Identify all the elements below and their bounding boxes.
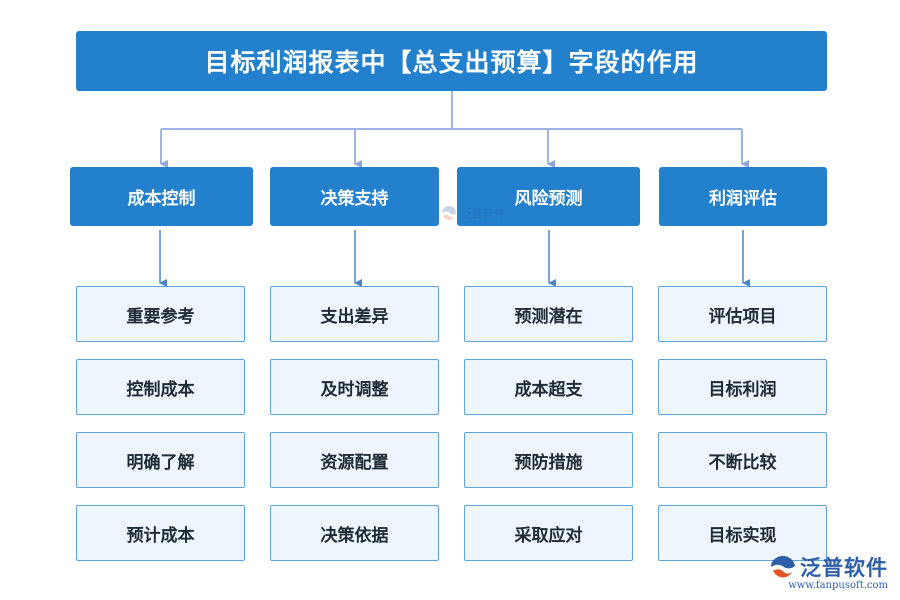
item-box: 预测潜在 xyxy=(464,286,633,342)
diagram-title: 目标利润报表中【总支出预算】字段的作用 xyxy=(76,31,827,91)
item-box: 明确了解 xyxy=(76,432,245,488)
category-risk-forecast: 风险预测 xyxy=(457,167,640,226)
item-box: 支出差异 xyxy=(270,286,439,342)
item-box: 评估项目 xyxy=(658,286,827,342)
item-box: 目标实现 xyxy=(658,505,827,561)
swirl-logo-icon xyxy=(442,206,456,221)
category-profit-evaluation: 利润评估 xyxy=(659,167,827,226)
item-box: 成本超支 xyxy=(464,359,633,415)
category-cost-control: 成本控制 xyxy=(70,167,253,226)
watermark-text: 泛普软件 xyxy=(461,207,505,220)
item-box: 采取应对 xyxy=(464,505,633,561)
item-box: 决策依据 xyxy=(270,505,439,561)
swirl-logo-icon xyxy=(771,556,795,578)
item-box: 预计成本 xyxy=(76,505,245,561)
item-box: 资源配置 xyxy=(270,432,439,488)
watermark: 泛普软件 xyxy=(441,205,505,221)
item-box: 不断比较 xyxy=(658,432,827,488)
logo-url: www.fanpusoft.com xyxy=(788,580,888,591)
item-box: 目标利润 xyxy=(658,359,827,415)
logo-text: 泛普软件 xyxy=(800,556,888,580)
item-box: 及时调整 xyxy=(270,359,439,415)
category-decision-support: 决策支持 xyxy=(270,167,439,226)
item-box: 预防措施 xyxy=(464,432,633,488)
item-box: 控制成本 xyxy=(76,359,245,415)
brand-logo: 泛普软件 www.fanpusoft.com xyxy=(770,552,888,591)
item-box: 重要参考 xyxy=(76,286,245,342)
